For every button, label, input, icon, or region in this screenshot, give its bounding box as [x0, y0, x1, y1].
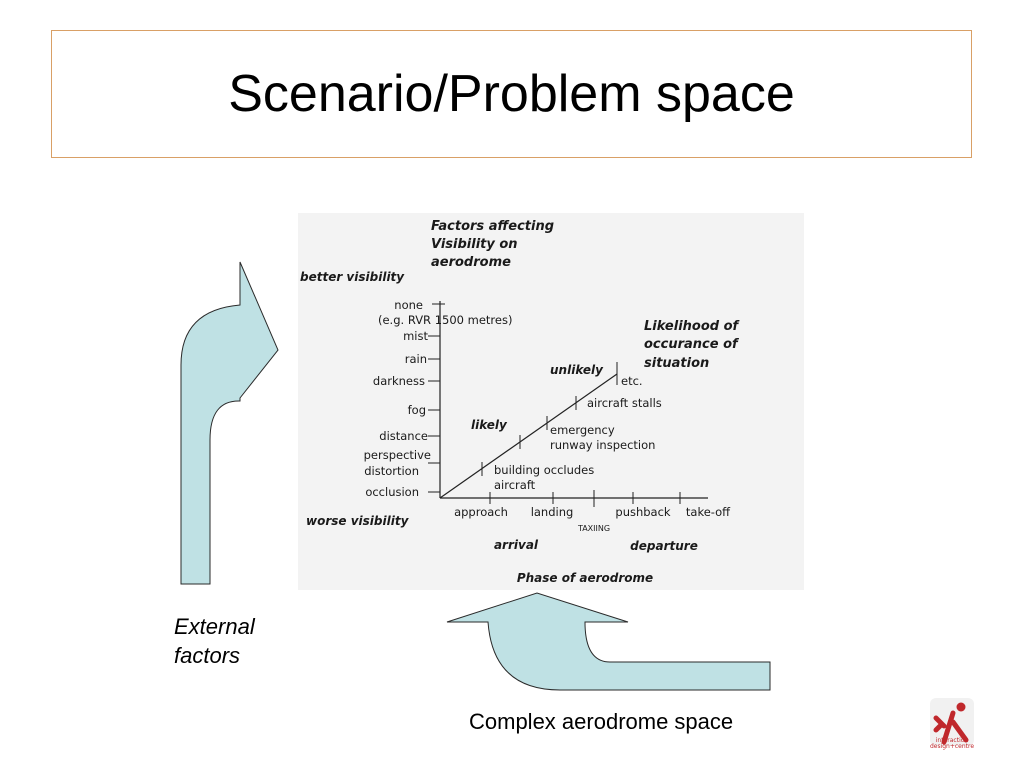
x-label-take-off: take-off: [686, 505, 731, 519]
unlikely-label: unlikely: [550, 363, 604, 377]
x-label-approach: approach: [454, 505, 508, 519]
x-label-taxiing: TAXIING: [577, 524, 610, 533]
y-label-none-example: (e.g. RVR 1500 metres): [378, 313, 512, 327]
y-label-distance: distance: [379, 429, 428, 443]
logo-head: [956, 702, 966, 712]
y-label-rain: rain: [405, 352, 427, 366]
x-label-landing: landing: [531, 505, 574, 519]
worse-visibility-label: worse visibility: [306, 514, 410, 528]
y-label-fog: fog: [408, 403, 426, 417]
x-label-pushback: pushback: [615, 505, 671, 519]
logo-text: intéraction design+centre: [928, 738, 976, 750]
external-factors-caption: External factors: [174, 612, 255, 670]
phase-title: Phase of aerodrome: [517, 571, 653, 585]
likelihood-title-1: Likelihood of: [644, 319, 741, 334]
visibility-diagram: Factors affecting Visibility on aerodrom…: [298, 213, 804, 590]
departure-label: departure: [630, 539, 698, 553]
y-label-darkness: darkness: [373, 374, 425, 388]
external-caption-line-2: factors: [174, 643, 241, 668]
slide-title: Scenario/Problem space: [228, 65, 795, 123]
likelihood-line: [439, 373, 618, 499]
situation-etc: etc.: [621, 374, 643, 388]
logo-text-line-2: design+centre: [929, 743, 975, 750]
y-label-perspective: perspective: [364, 448, 431, 462]
y-label-mist: mist: [403, 329, 428, 343]
complex-aerodrome-caption: Complex aerodrome space: [469, 709, 734, 734]
situation-emergency: emergency: [550, 423, 615, 437]
complex-aerodrome-arrow: [446, 592, 771, 691]
external-caption-line-1: External: [174, 614, 255, 639]
diagram-heading-3: aerodrome: [431, 255, 511, 270]
diagram-heading-1: Factors affecting: [431, 219, 554, 234]
title-box: Scenario/Problem space: [51, 30, 972, 158]
logo-figure: [933, 710, 969, 745]
diagram-heading-2: Visibility on: [431, 237, 518, 252]
likely-label: likely: [471, 418, 508, 432]
arrival-label: arrival: [494, 538, 539, 552]
likelihood-title-2: occurance of: [644, 337, 740, 352]
diagram-canvas: Factors affecting Visibility on aerodrom…: [300, 219, 741, 585]
better-visibility-label: better visibility: [300, 270, 405, 284]
situation-aircraft-stalls: aircraft stalls: [587, 396, 662, 410]
situation-aircraft: aircraft: [494, 478, 536, 492]
situation-building-occludes: building occludes: [494, 463, 594, 477]
likelihood-title-3: situation: [644, 356, 709, 371]
situation-runway-inspection: runway inspection: [550, 438, 655, 452]
y-label-none: none: [394, 298, 423, 312]
y-label-distortion: distortion: [364, 464, 419, 478]
external-factors-arrow: [180, 261, 279, 585]
logo-text-line-1: intéraction: [935, 737, 969, 744]
y-label-occlusion: occlusion: [365, 485, 419, 499]
interaction-design-centre-logo: [930, 698, 974, 746]
